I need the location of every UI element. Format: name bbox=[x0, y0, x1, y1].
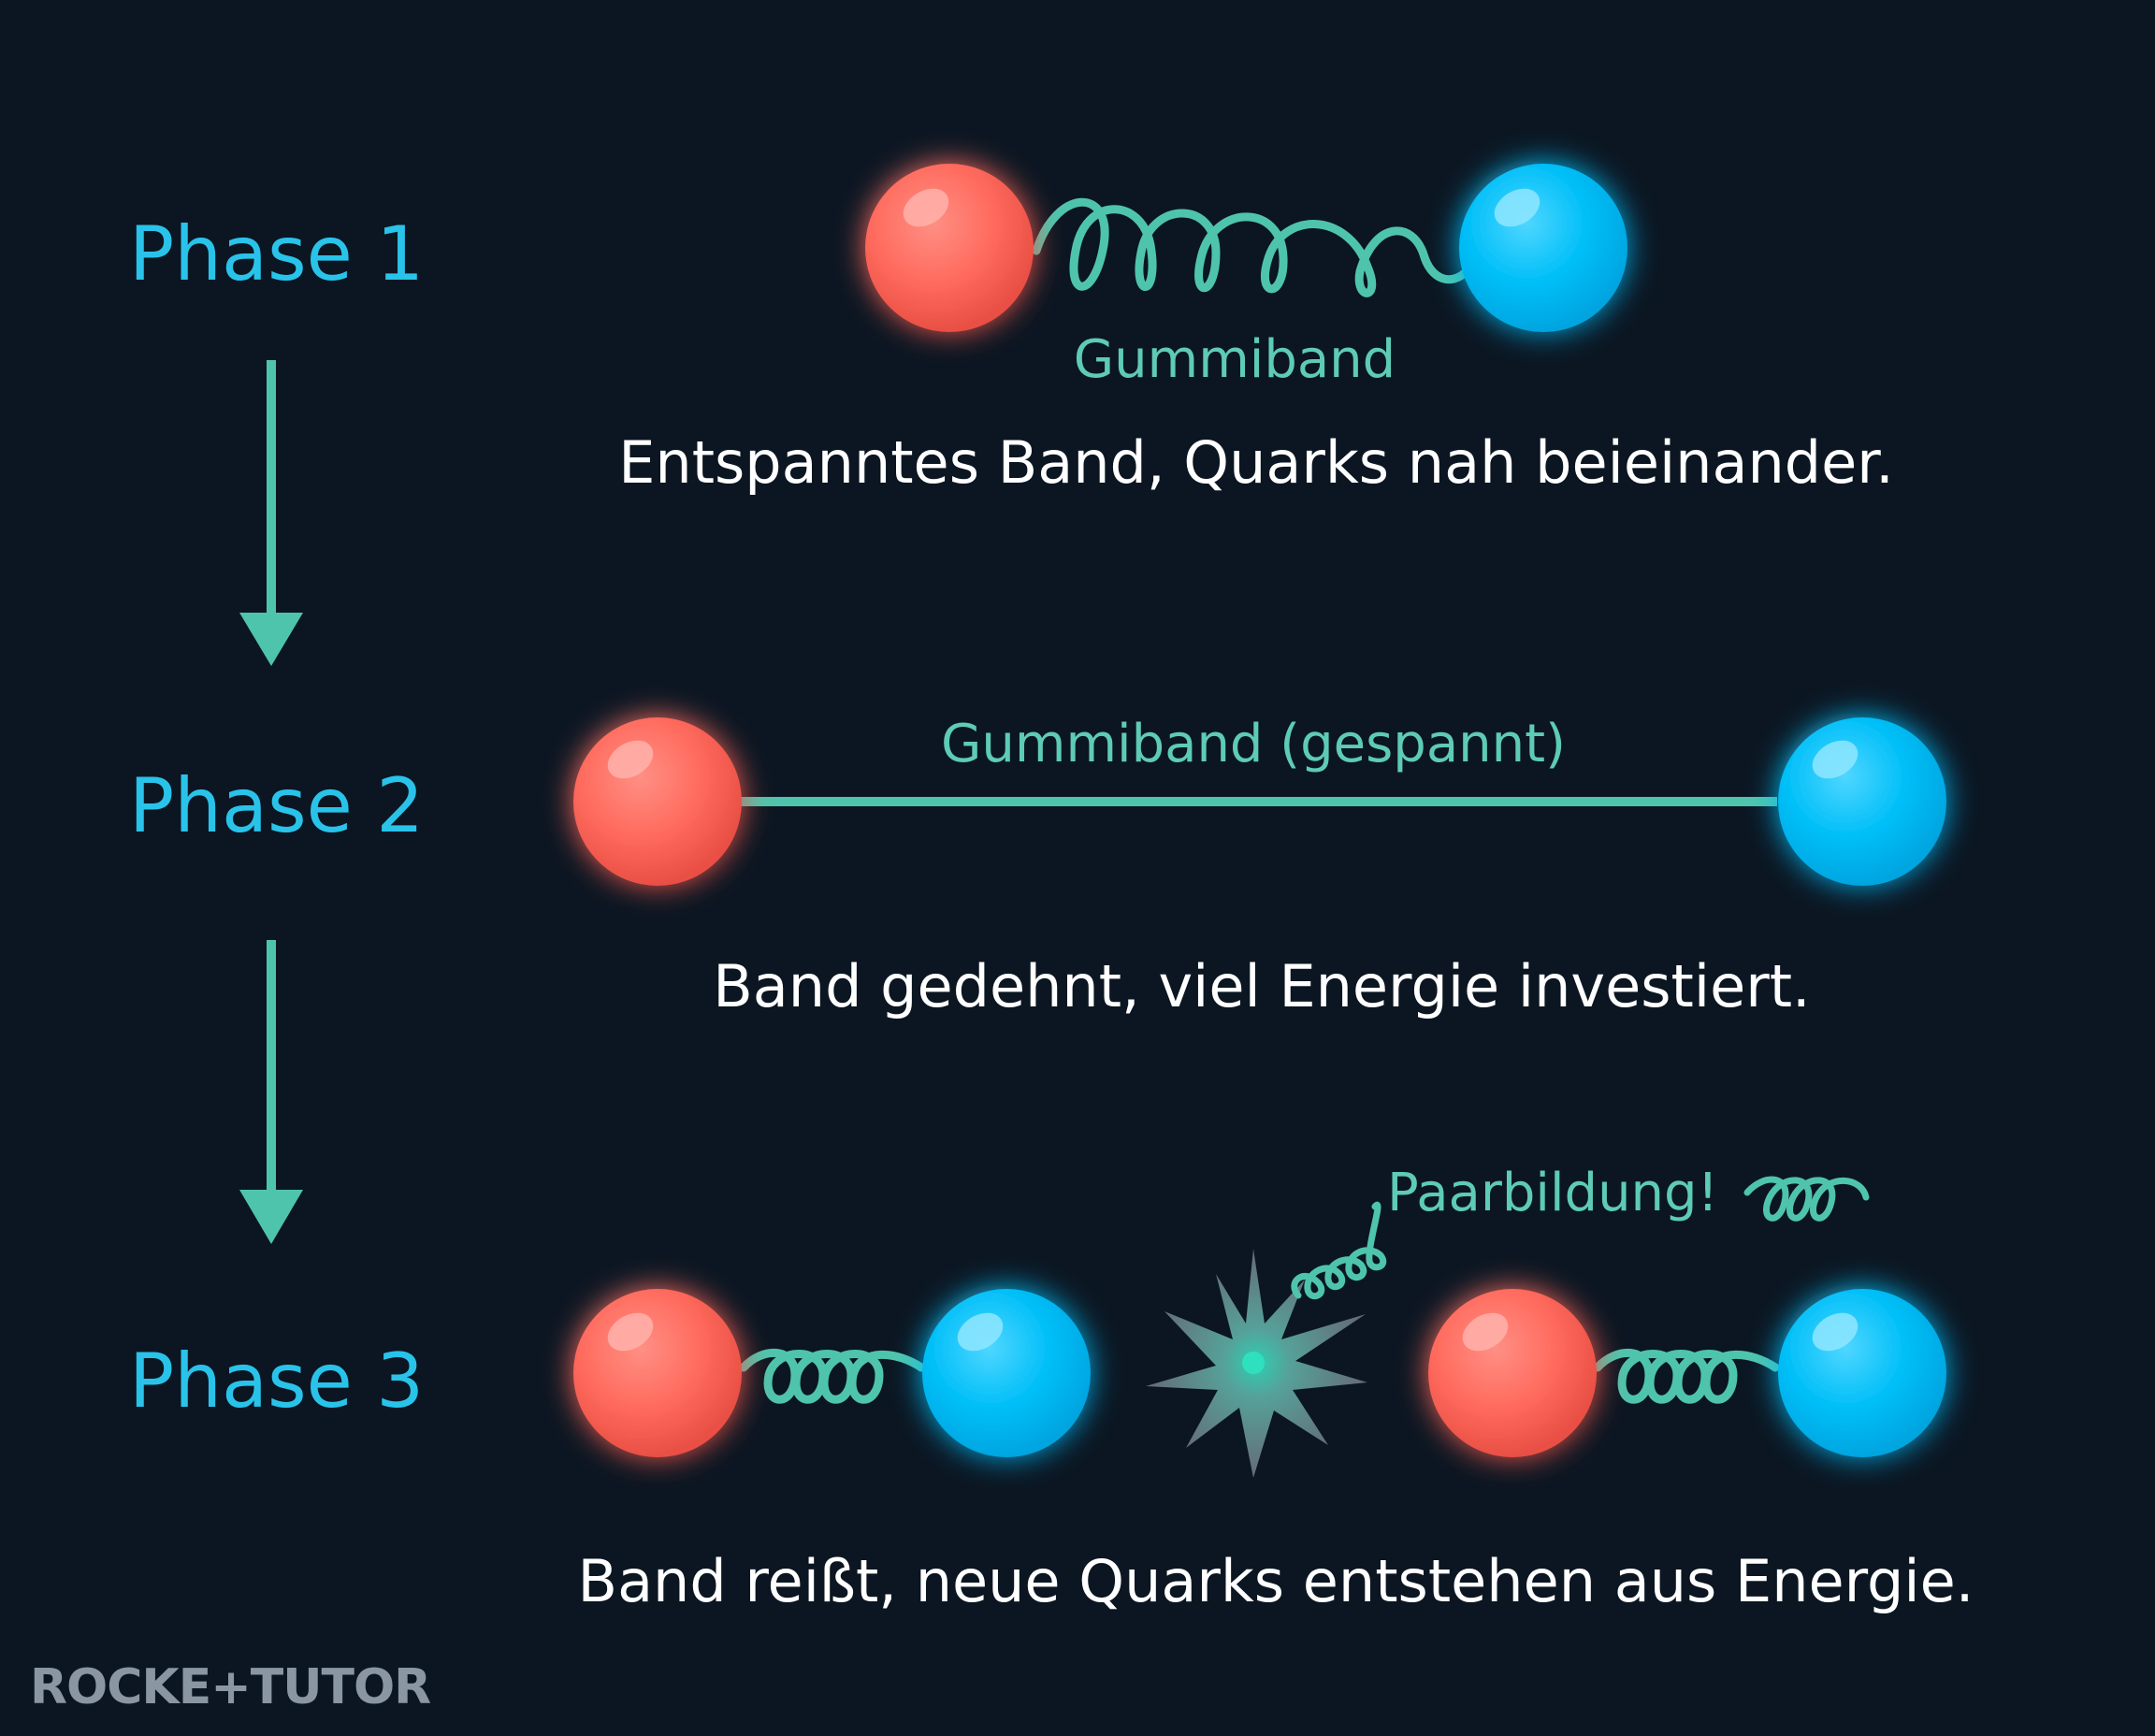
phase-1-band-label: Gummiband bbox=[1073, 329, 1396, 390]
phase-3-left-blue-quark bbox=[922, 1289, 1091, 1457]
phase-3-right-gluon-spring bbox=[1593, 1349, 1780, 1404]
phase-3-left-red-quark bbox=[573, 1289, 742, 1457]
phase-3-right-red-quark bbox=[1428, 1289, 1597, 1457]
phase-2-blue-quark bbox=[1778, 717, 1946, 886]
phase-1-red-quark bbox=[865, 164, 1034, 332]
phase-1-label: Phase 1 bbox=[129, 210, 425, 297]
phase-1-blue-quark bbox=[1459, 164, 1627, 332]
arrow-down-icon-1 bbox=[239, 360, 303, 666]
phase-1-caption: Entspanntes Band, Quarks nah beieinander… bbox=[618, 428, 1894, 497]
rocketutor-logo: ROCKE+TUTOR bbox=[30, 1659, 431, 1715]
phase-3-caption: Band reißt, neue Quarks entstehen aus En… bbox=[577, 1547, 1974, 1615]
phase-3-left-gluon-spring bbox=[739, 1349, 926, 1404]
phase-3-label: Phase 3 bbox=[129, 1338, 425, 1425]
phase-2-caption: Band gedehnt, viel Energie investiert. bbox=[713, 952, 1811, 1020]
phase-1-gluon-spring bbox=[1032, 197, 1471, 297]
phase-2-red-quark bbox=[573, 717, 742, 886]
phase-3-loose-gluon-right bbox=[1743, 1176, 1870, 1222]
phase-3-right-blue-quark bbox=[1778, 1289, 1946, 1457]
arrow-down-icon-2 bbox=[239, 940, 303, 1244]
phase-2-label: Phase 2 bbox=[129, 762, 425, 849]
phase-2-band-label: Gummiband (gespannt) bbox=[941, 714, 1566, 774]
phase-3-band-label: Paarbildung! bbox=[1386, 1163, 1719, 1223]
phase-3-loose-gluon-left bbox=[1291, 1201, 1387, 1300]
star-burst-icon bbox=[1146, 1249, 1367, 1478]
